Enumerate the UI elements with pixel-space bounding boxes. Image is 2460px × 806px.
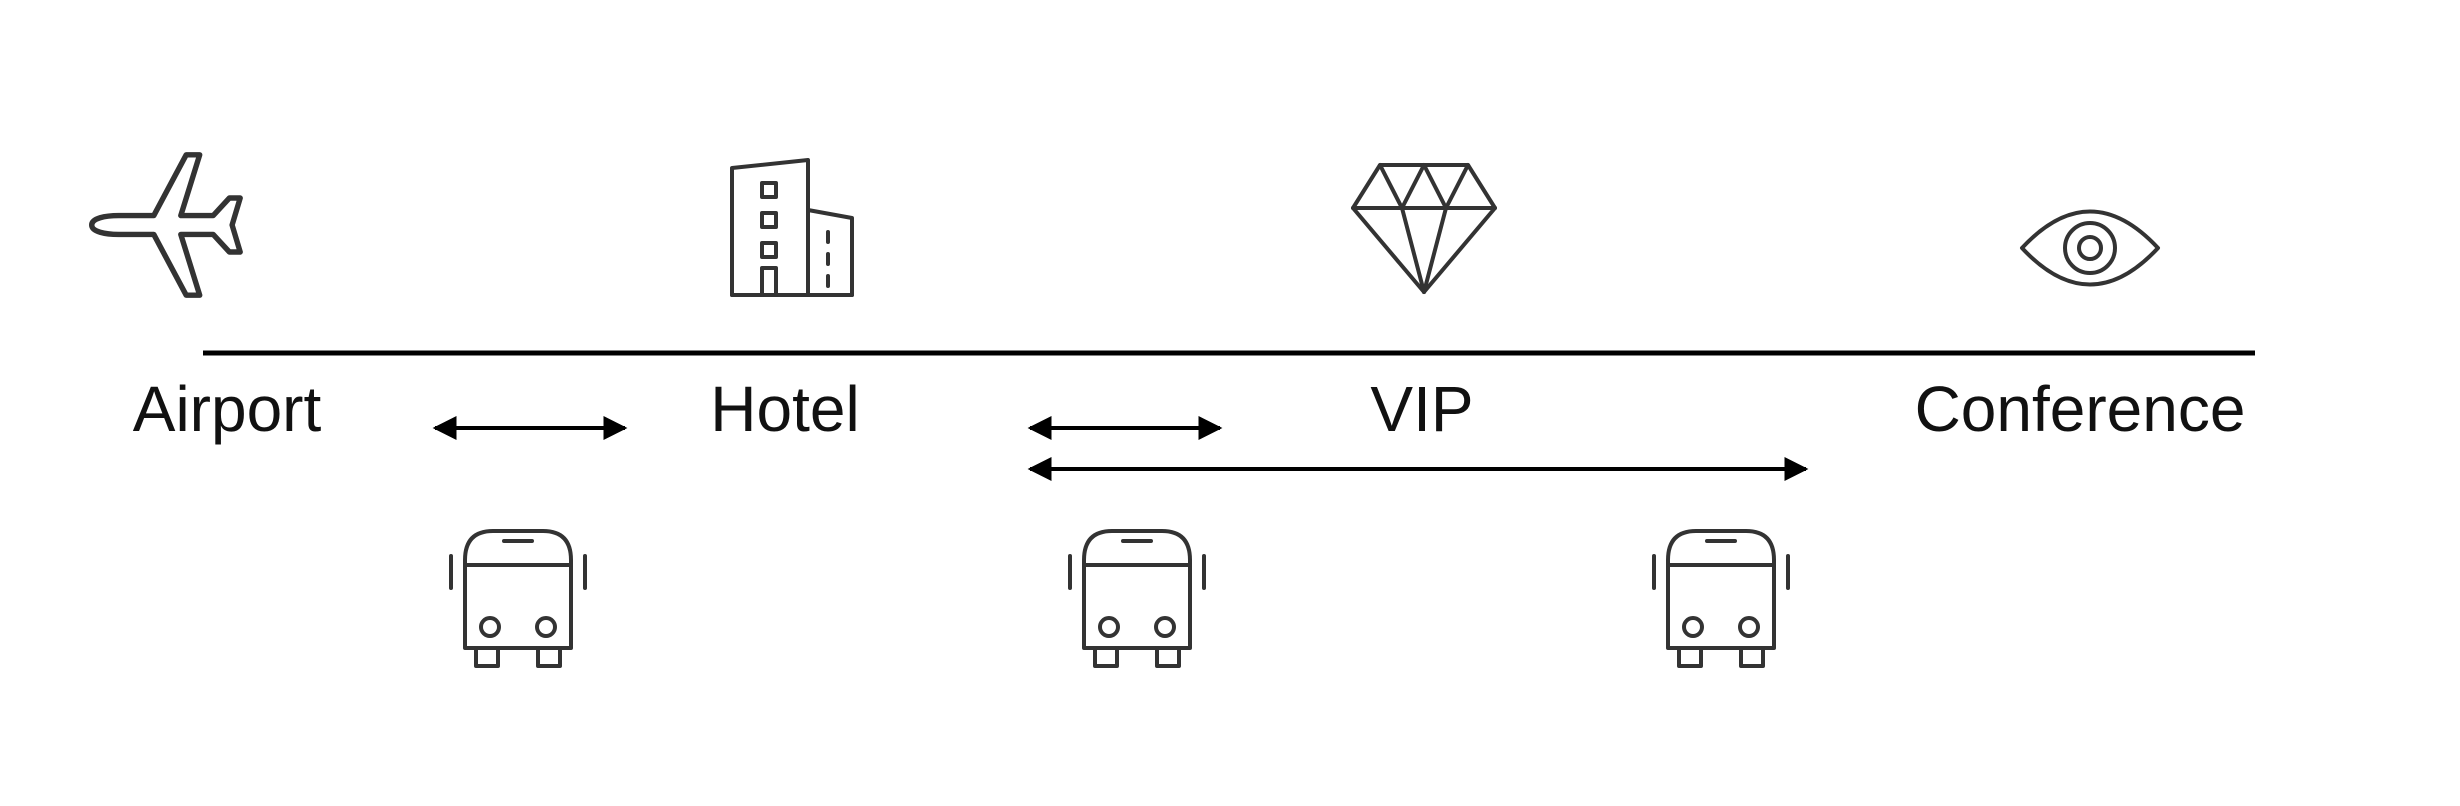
bus-icon [1652, 529, 1790, 668]
stop-label-hotel: Hotel [710, 373, 859, 445]
stop-label-airport: Airport [133, 373, 322, 445]
stop-label-conference: Conference [1915, 373, 2246, 445]
airplane-icon [88, 152, 243, 298]
stop-label-vip: VIP [1370, 373, 1473, 445]
bus-icon [1068, 529, 1206, 668]
building-icon [730, 158, 854, 297]
eye-icon [2020, 209, 2160, 287]
bus-icon [449, 529, 587, 668]
diamond-icon [1351, 163, 1497, 294]
